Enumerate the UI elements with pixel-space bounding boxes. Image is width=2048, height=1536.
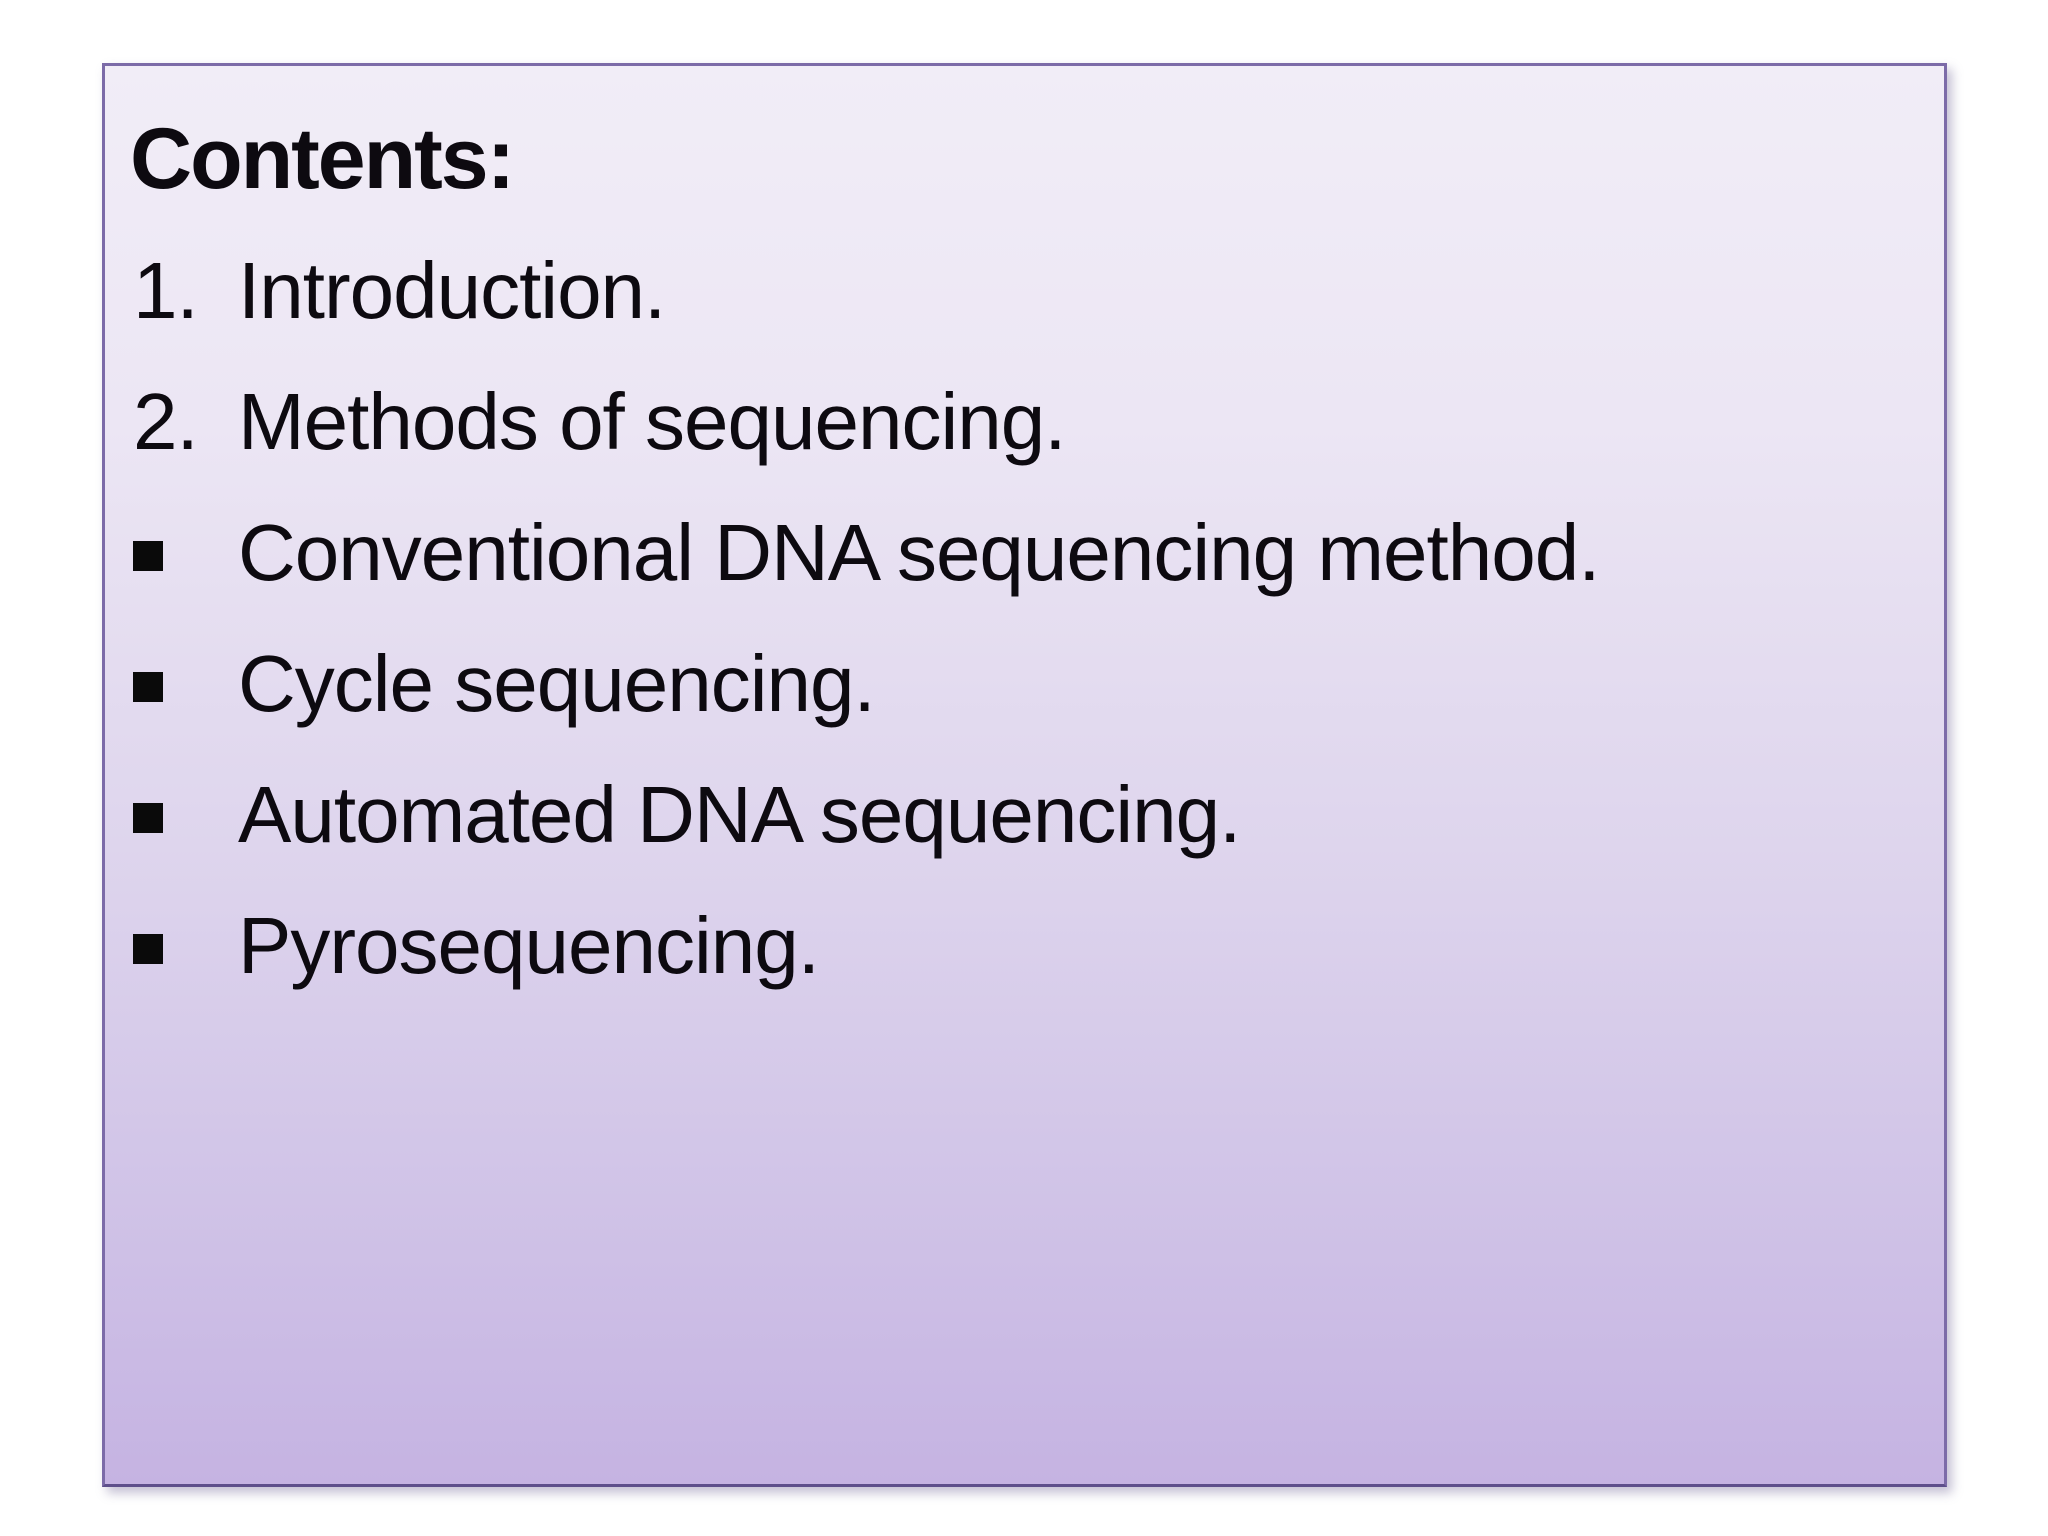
slide-content: Contents: 1. Introduction. 2. Methods of… — [130, 94, 1914, 1011]
list-item: Pyrosequencing. — [133, 880, 1914, 1011]
list-item-text: Methods of sequencing. — [238, 377, 1066, 466]
list-item: 1. Introduction. — [133, 225, 1914, 356]
list-item: Cycle sequencing. — [133, 618, 1914, 749]
list-item-text: Conventional DNA sequencing method. — [238, 508, 1600, 597]
list-item: Conventional DNA sequencing method. — [133, 487, 1914, 618]
list-item-text: Cycle sequencing. — [238, 639, 876, 728]
square-bullet-glyph — [133, 672, 163, 702]
square-bullet-icon — [133, 618, 238, 702]
list-number: 1. — [133, 246, 199, 335]
list-item-text: Pyrosequencing. — [238, 901, 820, 990]
slide-title: Contents: — [130, 111, 515, 207]
slide-panel: Contents: 1. Introduction. 2. Methods of… — [102, 63, 1947, 1487]
list-item: Automated DNA sequencing. — [133, 749, 1914, 880]
square-bullet-glyph — [133, 541, 163, 571]
list-item-text: Introduction. — [238, 246, 666, 335]
list-item: 2. Methods of sequencing. — [133, 356, 1914, 487]
list-item-text: Automated DNA sequencing. — [238, 770, 1241, 859]
square-bullet-icon — [133, 487, 238, 571]
square-bullet-glyph — [133, 803, 163, 833]
contents-list: 1. Introduction. 2. Methods of sequencin… — [130, 225, 1914, 1011]
square-bullet-icon — [133, 880, 238, 964]
list-number: 2. — [133, 377, 199, 466]
square-bullet-glyph — [133, 934, 163, 964]
square-bullet-icon — [133, 749, 238, 833]
